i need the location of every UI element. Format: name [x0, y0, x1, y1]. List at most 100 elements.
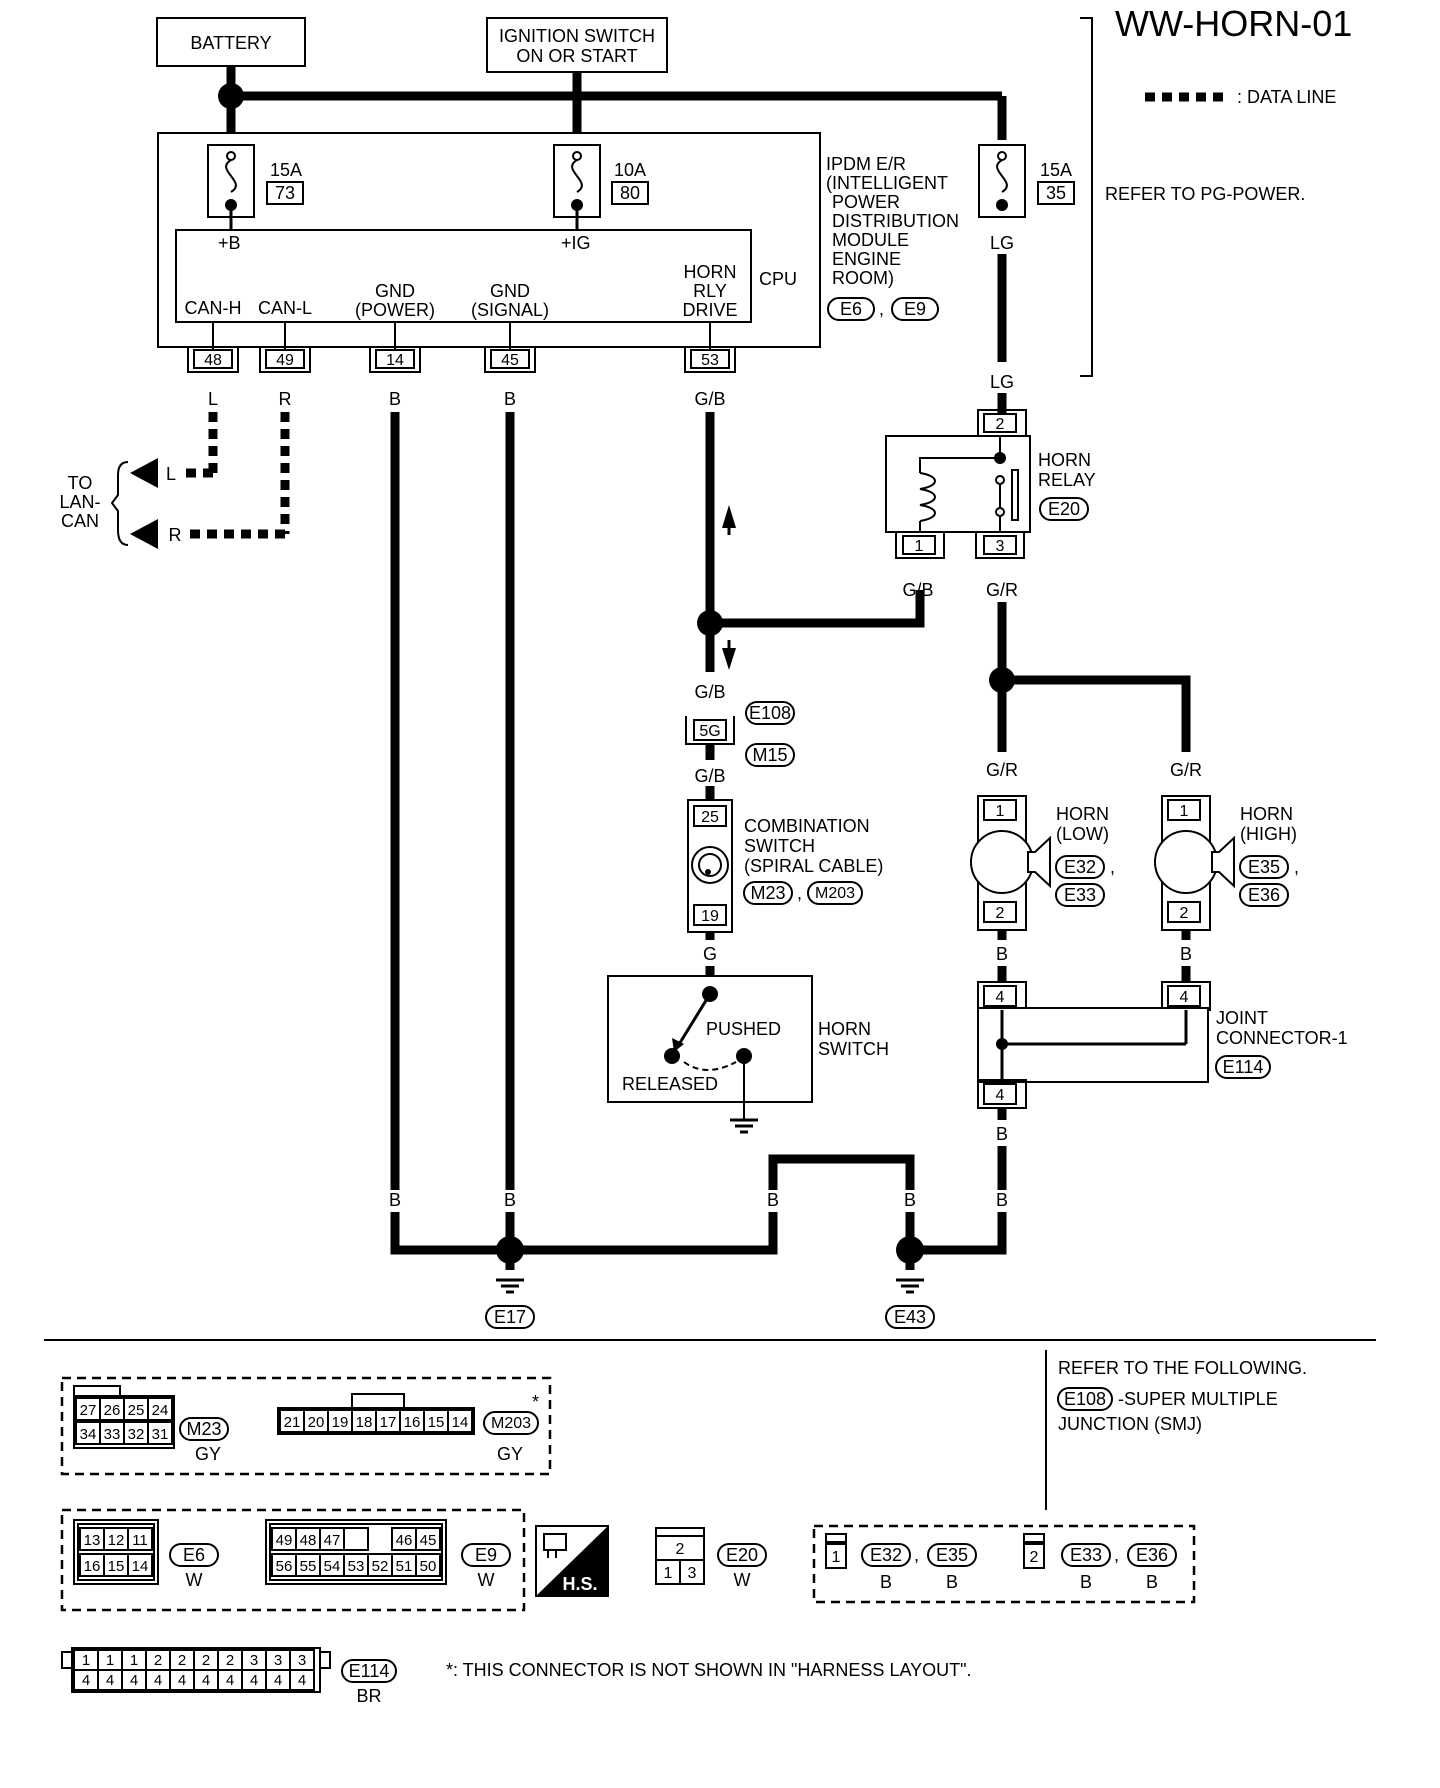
- battery-label: BATTERY: [190, 33, 271, 53]
- connector-pin-number: 17: [380, 1414, 397, 1431]
- horn-relay: 2 1 3 HORN RELAY E20: [885, 409, 1096, 559]
- fuse-73: 15A 73 +B: [207, 144, 304, 253]
- connector-pin-number: 1: [130, 1652, 138, 1669]
- connector-pin-number: 16: [84, 1558, 101, 1575]
- svg-text:(HIGH): (HIGH): [1240, 824, 1297, 844]
- horn-high: 1 2 HORN (HIGH) E35 , E36: [1154, 795, 1299, 931]
- smj-connector: 5G E108 M15: [685, 701, 795, 767]
- connector-pin-number: 4: [154, 1672, 162, 1689]
- svg-text:JUNCTION (SMJ): JUNCTION (SMJ): [1058, 1414, 1202, 1434]
- svg-text:ENGINE: ENGINE: [832, 249, 901, 269]
- svg-text:E43: E43: [894, 1307, 926, 1327]
- svg-text:*: *: [532, 1392, 539, 1412]
- harness-side-icon: H.S.: [535, 1525, 609, 1597]
- svg-text:1: 1: [832, 1549, 841, 1566]
- conn-view-e20: 2 1 3 E20 W: [655, 1527, 767, 1590]
- connector-pin-number: 14: [452, 1414, 469, 1431]
- svg-text:(INTELLIGENT: (INTELLIGENT: [826, 173, 948, 193]
- svg-text:MODULE: MODULE: [832, 230, 909, 250]
- svg-text:1: 1: [996, 803, 1005, 820]
- svg-text:45: 45: [501, 352, 519, 369]
- svg-text:PUSHED: PUSHED: [706, 1019, 781, 1039]
- svg-text:GY: GY: [195, 1444, 221, 1464]
- svg-text:REFER TO THE FOLLOWING.: REFER TO THE FOLLOWING.: [1058, 1358, 1307, 1378]
- svg-text:B: B: [767, 1190, 779, 1210]
- svg-text:4: 4: [996, 1087, 1005, 1104]
- connector-cavity: [289, 1669, 315, 1691]
- connector-pin-number: 26: [104, 1402, 121, 1419]
- fuse-80-terminal: +IG: [561, 233, 591, 253]
- svg-text:E20: E20: [1048, 499, 1080, 519]
- connector-pin-number: 2: [226, 1652, 234, 1669]
- connector-pin-number: 20: [308, 1414, 325, 1431]
- connector-pin-number: 4: [106, 1672, 114, 1689]
- svg-text:W: W: [478, 1570, 495, 1590]
- conn-views-group-1: [60, 1376, 552, 1476]
- svg-text:G/B: G/B: [694, 389, 725, 409]
- svg-text:R: R: [169, 525, 182, 545]
- combination-switch: 25 19 COMBINATION SWITCH (SPIRAL CABLE) …: [687, 799, 883, 933]
- ignition-label-1: IGNITION SWITCH: [499, 26, 655, 46]
- connector-pin-number: 3: [250, 1652, 258, 1669]
- connector-pin-number: 49: [276, 1532, 293, 1549]
- svg-text:B: B: [504, 389, 516, 409]
- ipdm-conn-e6: E6: [840, 299, 862, 319]
- data-line-legend-text: : DATA LINE: [1237, 87, 1336, 107]
- connector-cavity: [415, 1553, 441, 1577]
- svg-text:ROOM): ROOM): [832, 268, 894, 288]
- svg-text:B: B: [880, 1572, 892, 1592]
- connector-pin-number: 15: [428, 1414, 445, 1431]
- svg-text:1: 1: [664, 1565, 673, 1582]
- svg-text:M203: M203: [815, 885, 855, 902]
- svg-text:IPDM E/R: IPDM E/R: [826, 154, 906, 174]
- svg-text:14: 14: [386, 352, 404, 369]
- svg-text:B: B: [996, 944, 1008, 964]
- connector-pin-number: 18: [356, 1414, 373, 1431]
- connector-pin-number: 3: [298, 1652, 306, 1669]
- svg-text:(POWER): (POWER): [355, 300, 435, 320]
- svg-text:POWER: POWER: [832, 192, 900, 212]
- connector-cavity: [415, 1527, 441, 1551]
- svg-text:B: B: [996, 1190, 1008, 1210]
- ipdm-pin-49: CAN-L 49 R: [258, 298, 312, 409]
- ipdm-bracket: [1080, 17, 1093, 377]
- ipdm-pin-53: HORN RLY DRIVE 53 G/B: [682, 262, 737, 409]
- svg-text:CONNECTOR-1: CONNECTOR-1: [1216, 1028, 1348, 1048]
- horn-switch: PUSHED RELEASED HORN SWITCH: [607, 975, 889, 1134]
- svg-text:GY: GY: [497, 1444, 523, 1464]
- connector-cavity: [127, 1527, 153, 1551]
- svg-text:3: 3: [996, 538, 1005, 555]
- ipdm-cpu-box: [175, 229, 752, 323]
- ipdm-conn-e9: E9: [904, 299, 926, 319]
- svg-text:4: 4: [1180, 989, 1189, 1006]
- svg-text:M23: M23: [186, 1419, 221, 1439]
- svg-text:5G: 5G: [699, 723, 720, 740]
- svg-text:W: W: [186, 1570, 203, 1590]
- svg-text:SWITCH: SWITCH: [818, 1039, 889, 1059]
- ignition-switch-box: [486, 17, 668, 73]
- connector-pin-number: 53: [348, 1558, 365, 1575]
- connector-pin-number: 51: [396, 1558, 413, 1575]
- connector-cavity: [127, 1553, 153, 1577]
- svg-text:49: 49: [276, 352, 294, 369]
- connector-pin-number: 11: [132, 1532, 148, 1549]
- ipdm-pin-48: CAN-H 48 L: [185, 298, 242, 409]
- connector-pin-number: 21: [284, 1414, 301, 1431]
- ipdm-cpu-label: CPU: [759, 269, 797, 289]
- svg-text:1: 1: [1180, 803, 1189, 820]
- svg-text:E36: E36: [1136, 1545, 1168, 1565]
- fuse-73-number: 73: [275, 183, 295, 203]
- refer-following: REFER TO THE FOLLOWING. E108 -SUPER MULT…: [1057, 1358, 1307, 1434]
- connector-pin-number: 27: [80, 1402, 97, 1419]
- svg-text:BR: BR: [356, 1686, 381, 1706]
- connector-pin-number: 2: [178, 1652, 186, 1669]
- connector-pin-number: 4: [178, 1672, 186, 1689]
- connector-pin-number: 15: [108, 1558, 125, 1575]
- svg-text:B: B: [504, 1190, 516, 1210]
- ignition-label-2: ON OR START: [516, 46, 637, 66]
- svg-text:GND: GND: [375, 281, 415, 301]
